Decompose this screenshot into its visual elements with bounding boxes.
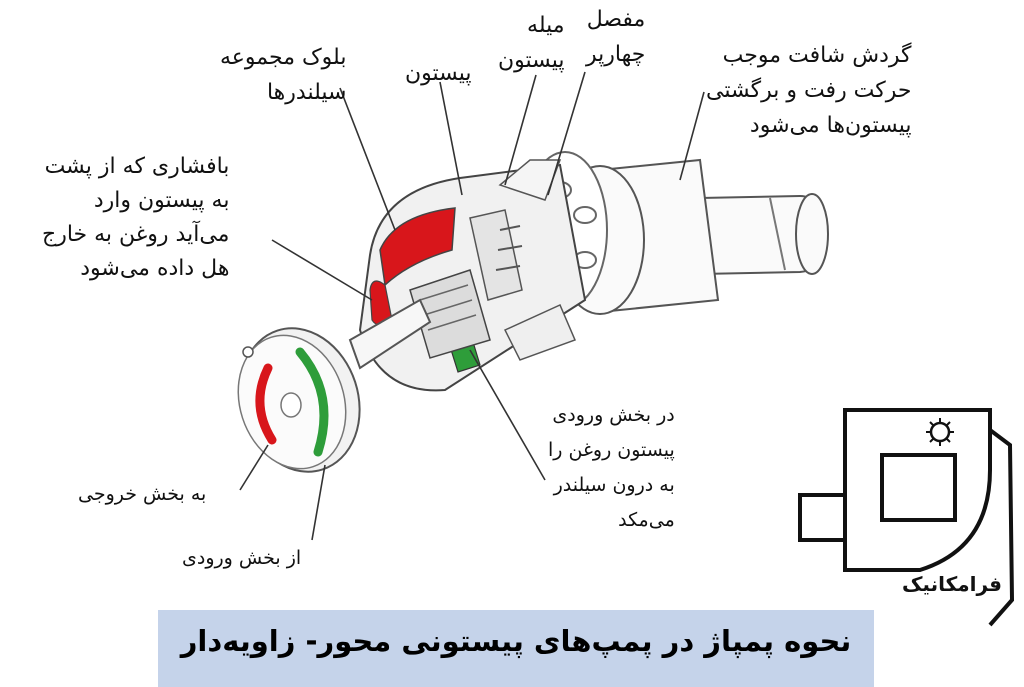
- label-from-inlet: از بخش ورودی: [182, 544, 301, 573]
- logo-name: فرامکانیک: [892, 572, 1012, 596]
- label-shaft-rotation: گردش شافت موجب حرکت رفت و برگشتی پیستون‌…: [706, 38, 912, 144]
- label-inlet-fill: در بخش ورودی پیستون روغن را به درون سیلن…: [548, 398, 675, 539]
- label-to-outlet: به بخش خروجی: [78, 480, 206, 509]
- caption-banner: نحوه پمپاژ در پمپ‌های پیستونی محور- زاوی…: [158, 610, 874, 687]
- cylinder-block: [350, 160, 585, 390]
- label-pressure-out: بافشاری که از پشت به پیستون وارد می‌آید …: [42, 150, 229, 286]
- label-swash-plate-joint: مفصل چهارپر: [586, 2, 645, 72]
- label-cylinder-block: بلوک مجموعه سیلندرها: [220, 40, 346, 110]
- label-piston-rod: میله پیستون: [498, 8, 565, 78]
- gear-icon: [926, 418, 954, 446]
- caption-title: نحوه پمپاژ در پمپ‌های پیستونی محور- زاوی…: [158, 624, 874, 658]
- label-piston: پیستون: [405, 56, 472, 91]
